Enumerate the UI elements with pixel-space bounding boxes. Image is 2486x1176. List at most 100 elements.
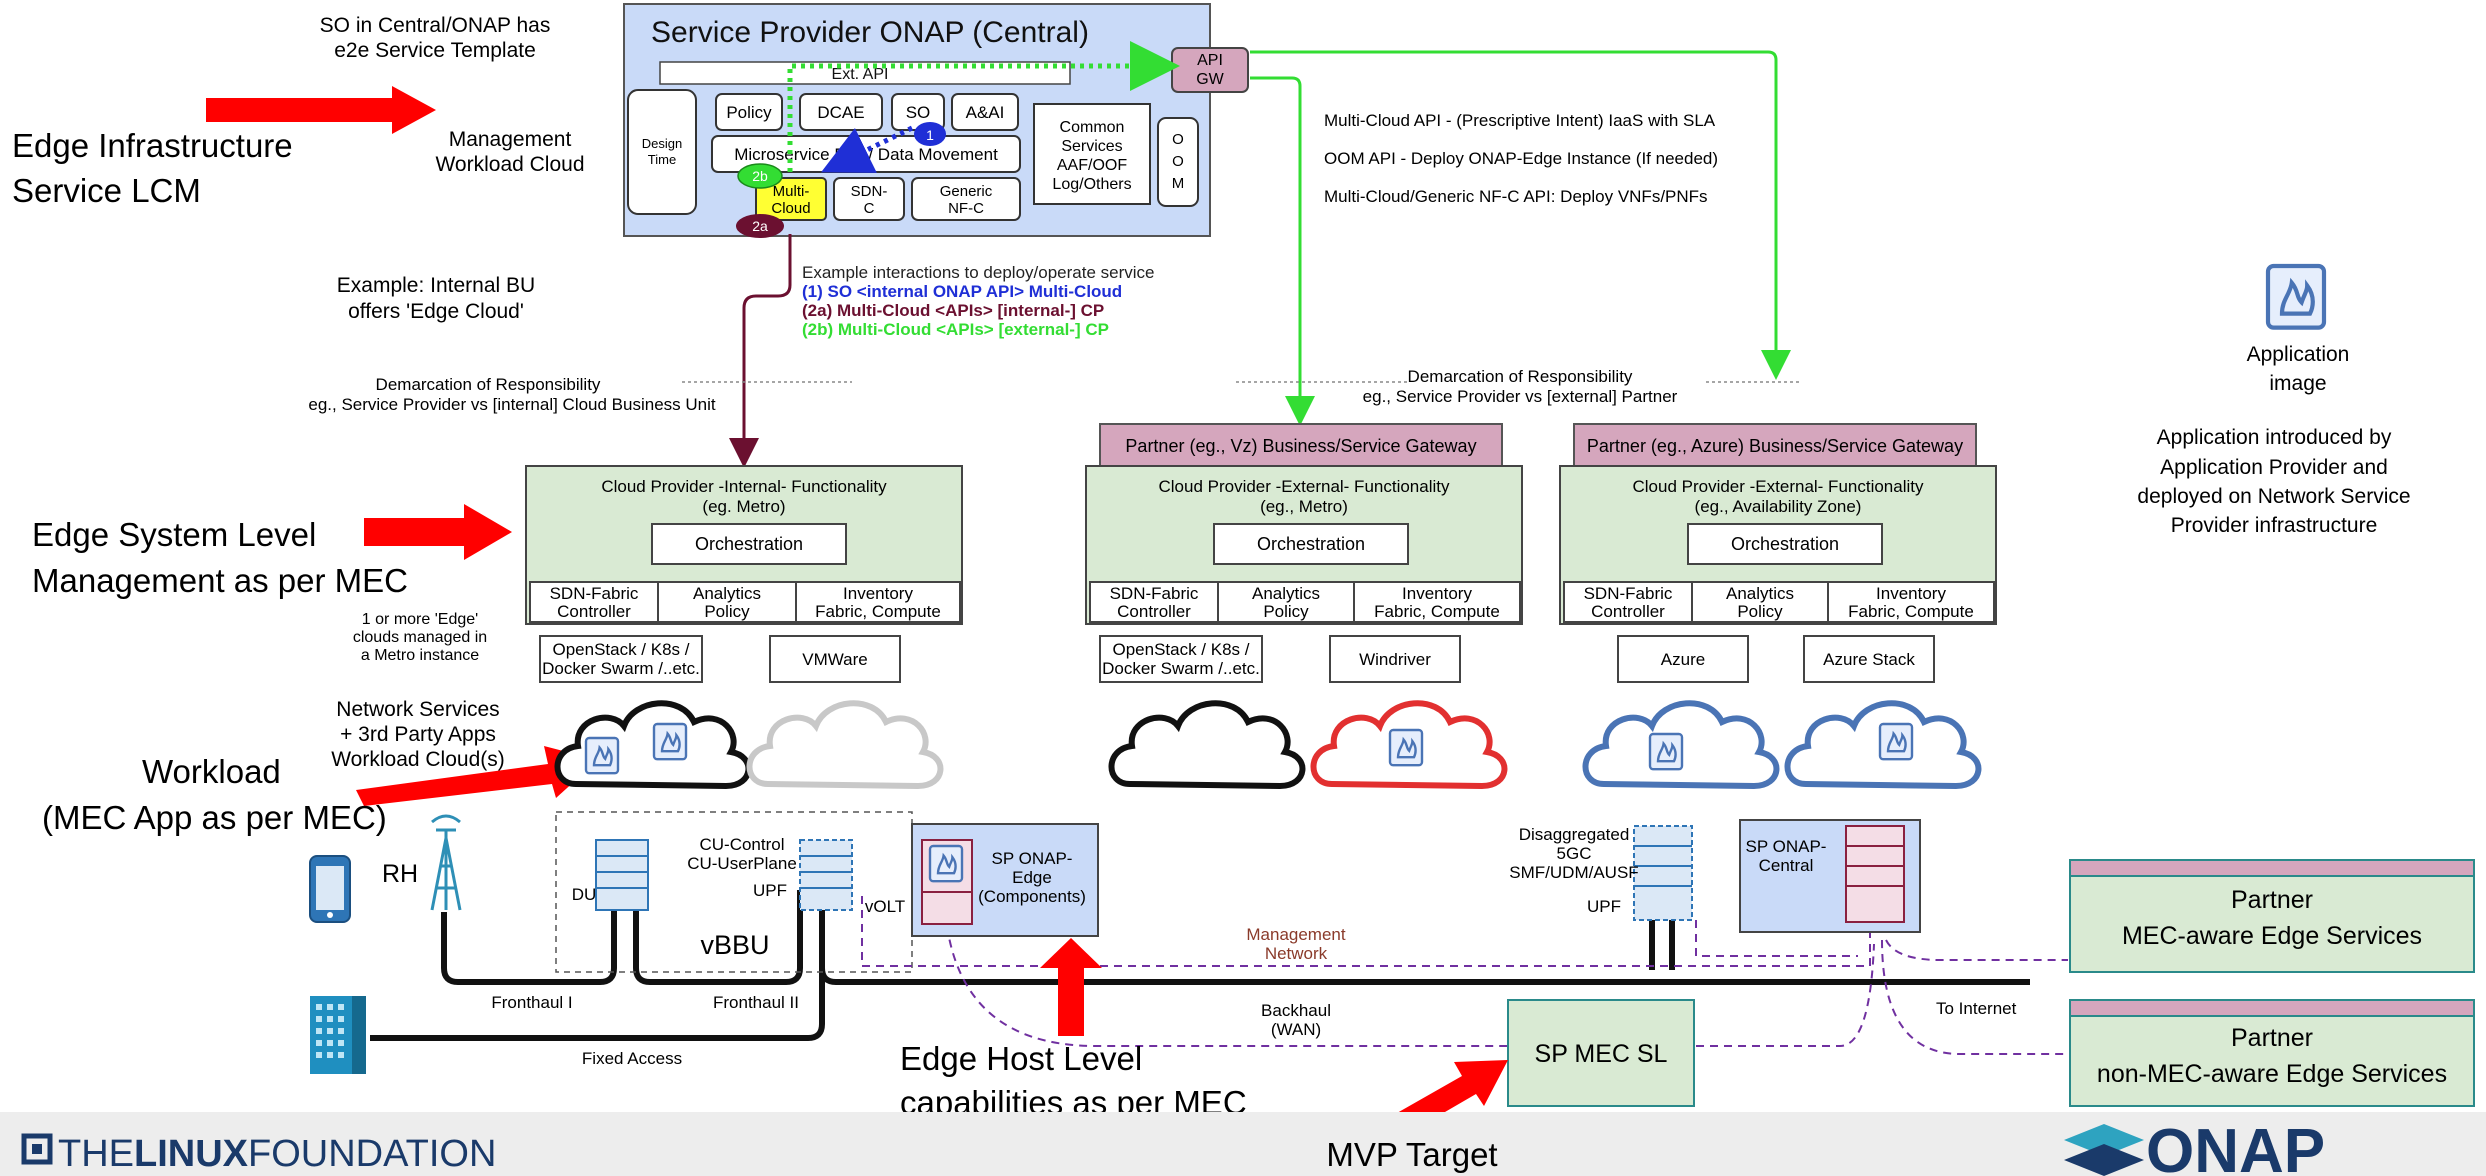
volt-label: vOLT (865, 897, 905, 916)
workload-line1: Workload (142, 753, 281, 790)
app-image-line2: image (2269, 372, 2326, 395)
to-internet-label: To Internet (1936, 999, 2017, 1018)
cu-server-icon (799, 839, 853, 911)
cloud-external-metro-2 (1313, 703, 1504, 786)
sdnc-box (833, 177, 905, 221)
interaction-1: (1) SO <internal ONAP API> Multi-Cloud (802, 282, 1122, 301)
interactions-heading: Example interactions to deploy/operate s… (802, 263, 1154, 282)
arrow-workload (356, 746, 598, 806)
sp-edge-line3: (Components) (978, 887, 1086, 906)
mgmt-network-line2: Network (1265, 944, 1328, 963)
internal-cp-link (729, 234, 792, 468)
fronthaul1-label: Fronthaul I (491, 993, 572, 1012)
central-title: Service Provider ONAP (Central) (651, 16, 1089, 49)
api-note-3: Multi-Cloud/Generic NF-C API: Deploy VNF… (1324, 187, 1708, 206)
external-azure-link (1250, 50, 1791, 380)
vim-openstack-line2: Docker Swarm /..etc. (542, 659, 700, 678)
partner-mec-aware-line2: MEC-aware Edge Services (2122, 922, 2422, 950)
demarc-internal-line1: Demarcation of Responsibility (376, 375, 601, 394)
app-note-line1: Application introduced by (2157, 426, 2392, 449)
so-multicloud-link (821, 125, 914, 173)
metro-instance-line3: a Metro instance (361, 647, 479, 664)
design-time-line1: Design (642, 136, 682, 151)
partner-non-mec-aware: Partner non-MEC-aware Edge Services (2069, 999, 2475, 1107)
upf-to-central-line (1695, 920, 1858, 957)
demarc-external-line1: Demarcation of Responsibility (1408, 367, 1633, 386)
lf-foundation: FOUNDATION (248, 1133, 496, 1175)
arrow-edge-infra (206, 86, 436, 134)
cloud-azure-2 (1787, 703, 1978, 786)
partner-mec-aware-line1: Partner (2231, 886, 2313, 914)
onap-logo: ONAP (2064, 1117, 2325, 1176)
orchestration-label: Orchestration (1731, 534, 1839, 554)
design-time-line2: Time (648, 152, 676, 167)
multicloud-line2: Cloud (771, 200, 810, 217)
backhaul-line1: Backhaul (1261, 1001, 1331, 1020)
vim-box (1803, 635, 1935, 683)
so-label: SO (906, 103, 931, 122)
provider-metro-title1: Cloud Provider -External- Functionality (1158, 477, 1450, 496)
provider-external-az: Cloud Provider -External- Functionality … (1559, 465, 1997, 683)
5gc-server-icon (1633, 825, 1693, 921)
oom-line1: O (1172, 131, 1184, 148)
building-icon (310, 996, 366, 1074)
central-to-non-mec-line (1881, 939, 2068, 1055)
generic-nfc-line1: Generic (940, 183, 993, 200)
orchestration-box (651, 523, 847, 565)
common-services-line1: Common (1060, 119, 1125, 136)
api-gw-line1: API (1197, 52, 1223, 69)
interaction-2a: (2a) Multi-Cloud <APIs> [internal-] CP (802, 301, 1104, 320)
generic-nfc-line2: NF-C (948, 200, 984, 217)
example-bu-line2: offers 'Edge Cloud' (348, 300, 524, 323)
central-onap-panel: Service Provider ONAP (Central) Ext. API… (623, 3, 1249, 238)
sp-central-line1: SP ONAP- (1746, 837, 1827, 856)
du-label: DU (572, 885, 597, 904)
api-gw-line2: GW (1196, 71, 1224, 88)
cell-analytics-line1: Analytics (1726, 584, 1794, 603)
cell-inventory-line2: Fabric, Compute (1374, 602, 1500, 621)
azure-gateway (1573, 423, 1977, 467)
vbbu-label: vBBU (700, 930, 769, 960)
ext-api-label: Ext. API (832, 66, 889, 83)
backhaul-line2: (WAN) (1271, 1020, 1321, 1039)
generic-nfc-box (911, 177, 1021, 221)
fronthaul1-line (441, 890, 617, 985)
api-note-1: Multi-Cloud API - (Prescriptive Intent) … (1324, 111, 1716, 130)
external-vz-link (1250, 76, 1315, 426)
cell-analytics-line2: Policy (1263, 602, 1309, 621)
disaggregated-line3: SMF/UDM/AUSF (1509, 863, 1638, 882)
vim-vmware-label: VMWare (802, 650, 868, 669)
demarc-external-line2: eg., Service Provider vs [external] Part… (1363, 387, 1678, 406)
vim-windriver-label: Windriver (1359, 650, 1431, 669)
orchestration-label: Orchestration (695, 534, 803, 554)
sp-edge-line2: Edge (1012, 868, 1052, 887)
common-services-box (1033, 103, 1151, 205)
lf-the: THE (58, 1133, 134, 1175)
disaggregated-line1: Disaggregated (1519, 825, 1630, 844)
common-services-line4: Log/Others (1052, 176, 1131, 193)
multicloud-line1: Multi- (773, 183, 810, 200)
common-services-line3: AAF/OOF (1057, 157, 1127, 174)
mgmt-cloud-line2: Workload Cloud (435, 153, 584, 176)
cell-inventory-line2: Fabric, Compute (815, 602, 941, 621)
cu-line1: CU-Control (699, 835, 784, 854)
fixed-access-line (370, 960, 825, 1041)
rh-label: RH (382, 860, 418, 888)
ext-api-bar (659, 61, 1071, 85)
api-note-2: OOM API - Deploy ONAP-Edge Instance (If … (1324, 149, 1718, 168)
demarc-internal-line2: eg., Service Provider vs [internal] Clou… (308, 395, 716, 414)
orchestration-label: Orchestration (1257, 534, 1365, 554)
cell-sdn-line2: Controller (1117, 602, 1191, 621)
lf-linux: LINUX (134, 1133, 249, 1175)
multicloud-box (755, 177, 827, 221)
central-server-icon (1845, 825, 1905, 923)
provider-az-title1: Cloud Provider -External- Functionality (1632, 477, 1924, 496)
cell-inventory-line2: Fabric, Compute (1848, 602, 1974, 621)
vz-gateway (1099, 423, 1503, 467)
edge-system-line1: Edge System Level (32, 516, 316, 553)
vim-box (769, 635, 901, 683)
edge-app-icon (928, 844, 964, 883)
vbbu-boundary (555, 811, 913, 973)
marker-2a-label: 2a (752, 218, 768, 234)
